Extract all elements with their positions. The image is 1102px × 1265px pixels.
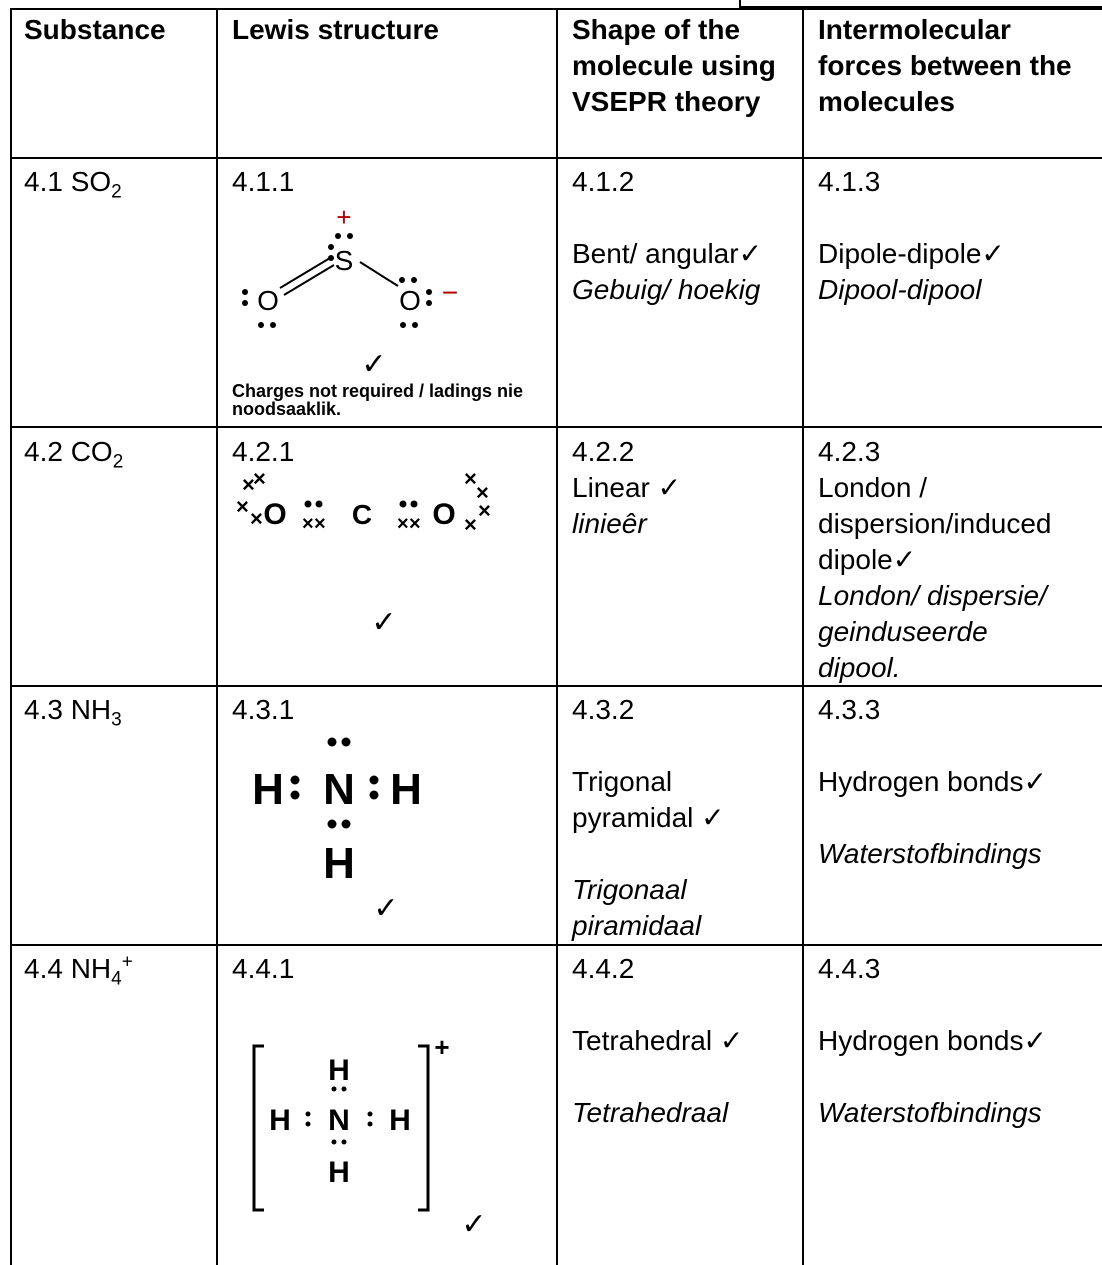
row-divider (10, 8, 1102, 10)
oxygen-atom-left: O (257, 285, 279, 316)
hydrogen-atom-bottom: H (328, 1156, 350, 1189)
svg-text:×: × (250, 506, 263, 531)
row-divider (10, 685, 1102, 687)
forces-english: Dipole-dipole✓ (818, 238, 1005, 269)
shape-english: Linear ✓ (572, 472, 682, 503)
forces-number: 4.3.3 (818, 694, 881, 725)
shape-number: 4.1.2 (572, 166, 635, 197)
nh3-lewis-structure: H N H H ✓ (252, 737, 422, 925)
row-divider (10, 426, 1102, 428)
check-mark: ✓ (361, 348, 386, 376)
substance-so2: 4.1 SO2 (24, 166, 122, 203)
forces-english: Hydrogen bonds✓ (818, 1025, 1047, 1056)
minus-charge: − (442, 277, 458, 308)
svg-text:×: × (476, 480, 489, 505)
plus-charge: + (434, 1032, 449, 1062)
sulfur-atom: S (335, 245, 354, 276)
lewis-number: 4.4.1 (232, 953, 295, 984)
hydrogen-atom-top: H (328, 1054, 350, 1087)
forces-number: 4.4.3 (818, 953, 881, 984)
svg-text:×: × (242, 472, 255, 497)
shape-afrikaans: Trigonaal piramidaal (572, 874, 702, 941)
forces-number: 4.1.3 (818, 166, 881, 197)
table-border-left (10, 8, 12, 1265)
hydrogen-atom-right: H (390, 765, 422, 814)
shape-number: 4.2.2 (572, 436, 635, 467)
shape-afrikaans: Tetrahedraal (572, 1097, 729, 1128)
header-shape: Shape of the molecule using VSEPR theory (572, 14, 776, 117)
substance-co2: 4.2 CO2 (24, 436, 124, 473)
charges-note: Charges not required / ladings nie noods… (232, 381, 524, 419)
shape-number: 4.3.2 (572, 694, 635, 725)
svg-text:×: × (464, 512, 477, 537)
forces-afrikaans: London/ dispersie/ geinduseerde dipool. (818, 580, 1047, 683)
forces-afrikaans: Waterstofbindings (818, 1097, 1042, 1128)
lewis-number: 4.1.1 (232, 166, 295, 197)
check-mark: ✓ (461, 1208, 486, 1241)
header-substance: Substance (24, 14, 166, 45)
oxygen-atom-left: O (263, 498, 286, 531)
forces-afrikaans: Waterstofbindings (818, 838, 1042, 869)
check-mark: ✓ (373, 892, 398, 925)
hydrogen-atom-left: H (252, 765, 284, 814)
hydrogen-atom-right: H (389, 1104, 411, 1137)
substance-nh4: 4.4 NH4+ (24, 951, 133, 990)
column-divider (216, 8, 218, 1265)
header-forces: Intermolecular forces between the molecu… (818, 14, 1072, 117)
lewis-number: 4.3.1 (232, 694, 295, 725)
plus-charge: + (336, 202, 351, 232)
svg-text:×: × (236, 494, 249, 519)
nh4-lewis-structure: + H H N H H ✓ (252, 1032, 487, 1241)
svg-text:×: × (464, 470, 477, 491)
substance-nh3: 4.3 NH3 (24, 694, 122, 731)
shape-english: Trigonal pyramidal ✓ (572, 766, 725, 833)
forces-english: Hydrogen bonds✓ (818, 766, 1047, 797)
hydrogen-atom-bottom: H (323, 839, 355, 888)
svg-text:×: × (302, 513, 314, 535)
shape-english: Bent/ angular✓ (572, 238, 763, 269)
co2-lewis-structure: ×× ×× O ×× C ×× O ×× ×× ✓ (236, 470, 491, 639)
lewis-number: 4.2.1 (232, 436, 295, 467)
forces-english: London / dispersion/induced dipole✓ (818, 472, 1052, 575)
forces-number: 4.2.3 (818, 436, 881, 467)
svg-text:×: × (397, 513, 409, 535)
row-divider (10, 157, 1102, 159)
row-divider (10, 944, 1102, 946)
oxygen-atom-right: O (432, 498, 455, 531)
shape-english: Tetrahedral ✓ (572, 1025, 744, 1056)
nitrogen-atom: N (323, 765, 355, 814)
check-mark: ✓ (371, 606, 396, 639)
so2-lewis-structure: + S O O − ✓ (242, 202, 458, 376)
shape-afrikaans: linieêr (572, 508, 647, 539)
shape-number: 4.4.2 (572, 953, 635, 984)
oxygen-atom-right: O (399, 285, 421, 316)
carbon-atom: C (352, 499, 372, 530)
svg-text:×: × (409, 513, 421, 535)
svg-text:×: × (314, 513, 326, 535)
column-divider (802, 8, 804, 1265)
top-box (739, 0, 1102, 8)
forces-afrikaans: Dipool-dipool (818, 274, 982, 305)
shape-afrikaans: Gebuig/ hoekig (572, 274, 761, 305)
header-lewis: Lewis structure (232, 14, 439, 45)
svg-text:×: × (253, 470, 266, 491)
nitrogen-atom: N (328, 1104, 350, 1137)
hydrogen-atom-left: H (269, 1104, 291, 1137)
column-divider (556, 8, 558, 1265)
svg-text:×: × (478, 498, 491, 523)
